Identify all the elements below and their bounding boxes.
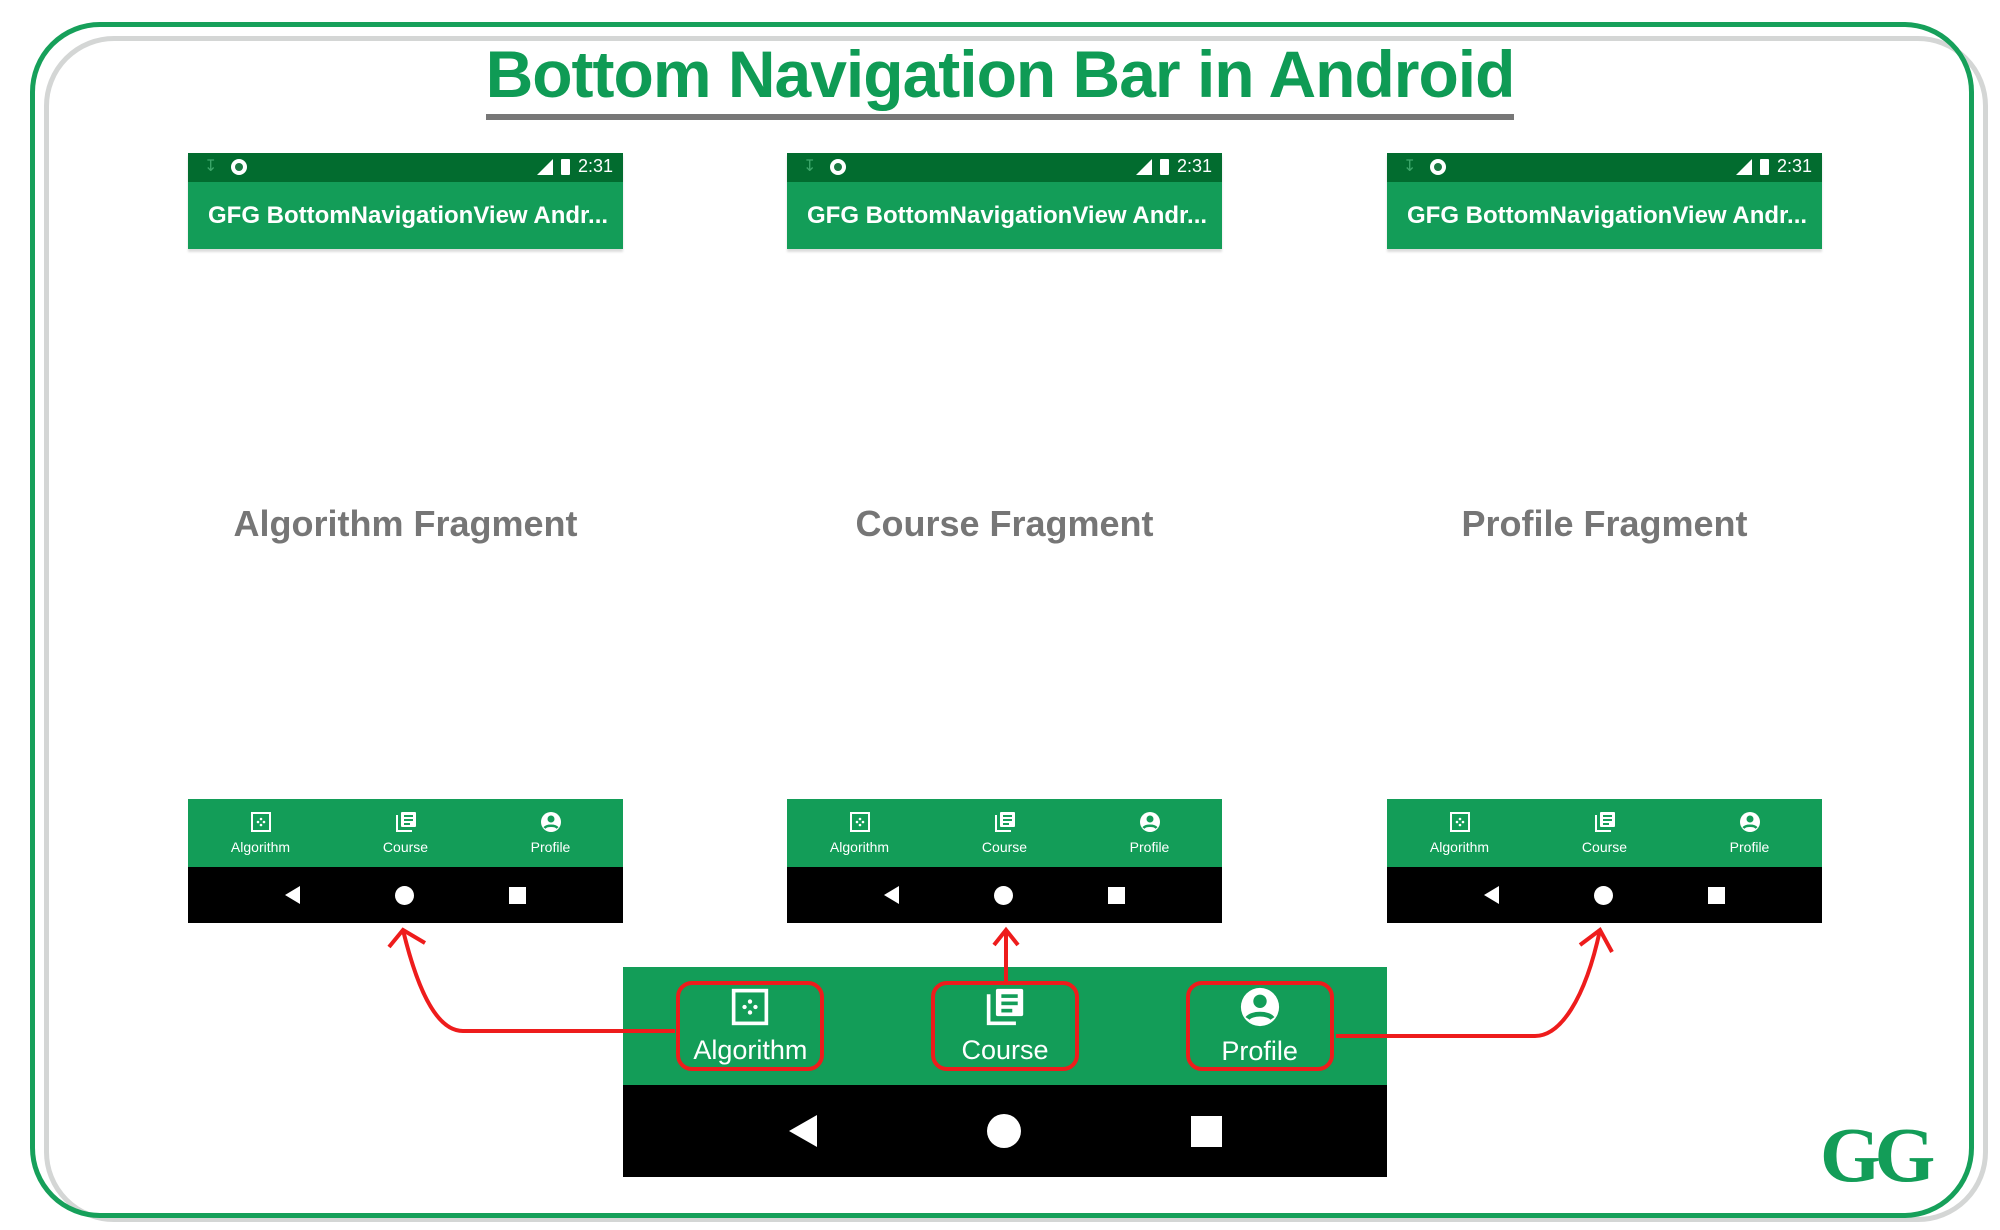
- recents-icon[interactable]: [1190, 1115, 1222, 1147]
- status-bar: ↧ 2:31: [1387, 153, 1822, 182]
- library-books-icon: [395, 812, 416, 832]
- download-icon: ↧: [204, 158, 218, 175]
- status-time: 2:31: [1776, 156, 1812, 176]
- library-books-icon: [994, 812, 1015, 832]
- enlarged-bottom-nav: Algorithm Course Profile: [623, 967, 1387, 1177]
- home-icon[interactable]: [986, 1114, 1021, 1148]
- nav-item-algorithm[interactable]: Algorithm: [1387, 799, 1532, 867]
- app-bar-title: GFG BottomNavigationView Andr...: [1387, 182, 1822, 249]
- back-icon[interactable]: [788, 1115, 817, 1147]
- phone-3-top: ↧ 2:31 GFG BottomNavigationView Andr...: [1387, 153, 1822, 249]
- signal-icon: [1135, 158, 1152, 175]
- frame-border: [30, 22, 1974, 1218]
- nav-label: Course: [1581, 839, 1628, 855]
- page-title: Bottom Navigation Bar in Android: [0, 36, 2000, 120]
- recents-icon[interactable]: [509, 886, 526, 904]
- account-circle-icon: [1739, 812, 1760, 832]
- nav-item-algorithm[interactable]: Algorithm: [787, 799, 932, 867]
- nav-label: Course: [961, 1034, 1049, 1065]
- home-icon[interactable]: [395, 885, 414, 905]
- nav-item-algorithm[interactable]: Algorithm: [623, 967, 878, 1085]
- nav-item-course[interactable]: Course: [932, 799, 1077, 867]
- nav-label: Profile: [1221, 1035, 1298, 1066]
- phone-1-bottom-nav: Algorithm Course Profile: [188, 799, 623, 923]
- nav-item-profile[interactable]: Profile: [478, 799, 623, 867]
- nav-label: Algorithm: [829, 839, 890, 855]
- download-icon: ↧: [1403, 158, 1417, 175]
- grid-icon: [849, 812, 870, 832]
- back-icon[interactable]: [884, 886, 899, 904]
- signal-icon: [536, 158, 553, 175]
- nav-item-profile[interactable]: Profile: [1077, 799, 1222, 867]
- phone-3-bottom-nav: Algorithm Course Profile: [1387, 799, 1822, 923]
- phone-2-bottom-nav: Algorithm Course Profile: [787, 799, 1222, 923]
- nav-item-course[interactable]: Course: [333, 799, 478, 867]
- sync-icon: [1430, 159, 1447, 175]
- highlight-box: [676, 981, 825, 1071]
- grid-icon: [732, 988, 769, 1025]
- nav-label: Profile: [1129, 839, 1170, 855]
- nav-label: Algorithm: [1429, 839, 1490, 855]
- status-bar: ↧ 2:31: [188, 153, 623, 182]
- status-time: 2:31: [1176, 156, 1212, 176]
- nav-label: Algorithm: [230, 839, 291, 855]
- nav-item-profile[interactable]: Profile: [1132, 967, 1387, 1085]
- recents-icon[interactable]: [1108, 886, 1125, 904]
- library-books-icon: [986, 988, 1024, 1025]
- gfg-logo: GG: [1820, 1111, 1935, 1198]
- nav-label: Algorithm: [693, 1034, 808, 1065]
- recents-icon[interactable]: [1708, 886, 1725, 904]
- fragment-label-algorithm: Algorithm Fragment: [233, 503, 578, 544]
- download-icon: ↧: [803, 158, 817, 175]
- app-bar-title: GFG BottomNavigationView Andr...: [188, 182, 623, 249]
- account-circle-icon: [1240, 987, 1279, 1026]
- signal-icon: [1735, 158, 1752, 175]
- nav-item-profile[interactable]: Profile: [1677, 799, 1822, 867]
- account-circle-icon: [1139, 812, 1160, 832]
- nav-label: Profile: [1729, 839, 1770, 855]
- phone-1-top: ↧ 2:31 GFG BottomNavigationView Andr...: [188, 153, 623, 249]
- highlight-box: [1185, 981, 1334, 1071]
- sync-icon: [231, 159, 248, 175]
- battery-icon: [560, 158, 570, 175]
- app-bar-title: GFG BottomNavigationView Andr...: [787, 182, 1222, 249]
- arrow-to-profile: [1336, 929, 1602, 1038]
- arrow-to-algorithm: [401, 929, 675, 1033]
- phone-2-top: ↧ 2:31 GFG BottomNavigationView Andr...: [787, 153, 1222, 249]
- nav-label: Profile: [530, 839, 571, 855]
- fragment-label-profile: Profile Fragment: [1461, 503, 1748, 544]
- status-time: 2:31: [577, 156, 613, 176]
- home-icon[interactable]: [1594, 885, 1613, 905]
- status-bar: ↧ 2:31: [787, 153, 1222, 182]
- battery-icon: [1159, 158, 1169, 175]
- sync-icon: [830, 159, 847, 175]
- nav-item-course[interactable]: Course: [1532, 799, 1677, 867]
- account-circle-icon: [540, 812, 561, 832]
- grid-icon: [1449, 812, 1470, 832]
- grid-icon: [250, 812, 271, 832]
- nav-label: Course: [981, 839, 1028, 855]
- back-icon[interactable]: [1484, 886, 1499, 904]
- title-text: Bottom Navigation Bar in Android: [485, 36, 1515, 120]
- home-icon[interactable]: [994, 885, 1013, 905]
- library-books-icon: [1594, 812, 1615, 832]
- battery-icon: [1759, 158, 1769, 175]
- back-icon[interactable]: [285, 886, 300, 904]
- frame-shadow: [44, 36, 1988, 1222]
- fragment-label-course: Course Fragment: [855, 503, 1154, 544]
- nav-item-algorithm[interactable]: Algorithm: [188, 799, 333, 867]
- nav-label: Course: [382, 839, 429, 855]
